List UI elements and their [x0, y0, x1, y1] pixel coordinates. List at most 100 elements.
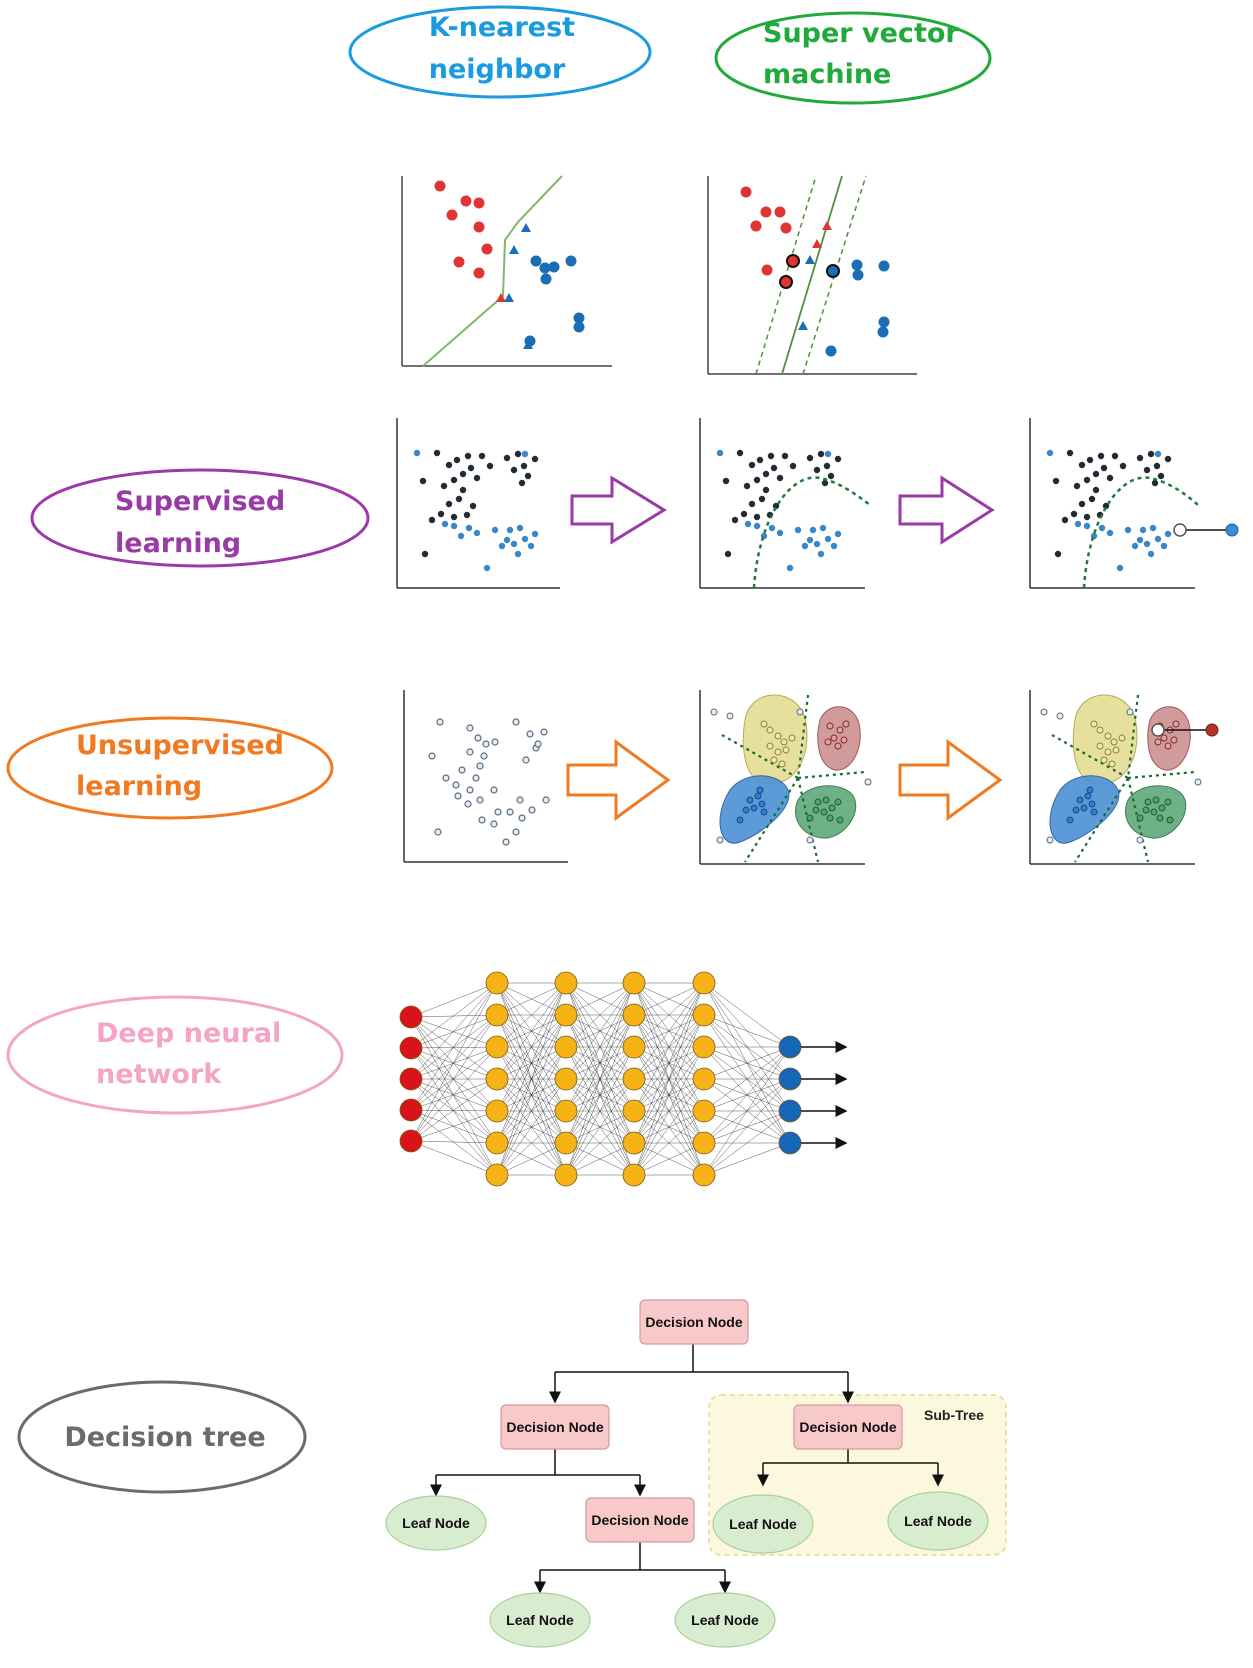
nn-edge — [633, 982, 705, 1112]
cluster-regions — [710, 694, 872, 863]
hidden-neuron — [622, 1163, 646, 1187]
green-point — [834, 798, 842, 806]
black-point — [823, 462, 831, 470]
hidden-neuron — [554, 1163, 578, 1187]
nn-edge — [633, 982, 705, 1176]
red-triangle — [812, 239, 822, 248]
red-point — [760, 206, 772, 218]
unsupervised-arrow-1 — [566, 739, 671, 821]
blue-point — [573, 321, 585, 333]
black-point — [758, 495, 766, 503]
leaf-node-1: Leaf Node — [385, 1495, 487, 1551]
unlabeled-point — [502, 838, 510, 846]
hidden-neuron — [485, 971, 509, 995]
nn-edge — [496, 1014, 567, 1176]
hidden-neuron — [485, 1067, 509, 1091]
black-point — [469, 502, 477, 510]
blue-point — [1147, 550, 1155, 558]
green-point — [1142, 806, 1150, 814]
black-point — [827, 472, 835, 480]
hidden-neuron — [554, 1099, 578, 1123]
nn-edge — [410, 1016, 498, 1080]
black-point — [421, 550, 429, 558]
unlabeled-point — [436, 718, 444, 726]
outlier-point — [1126, 708, 1134, 716]
blue-point — [521, 535, 529, 543]
svm-plot — [707, 175, 917, 375]
blue-point — [1116, 564, 1124, 572]
yellow-point — [1096, 726, 1104, 734]
hidden-neuron — [485, 1131, 509, 1155]
blue-point — [824, 450, 832, 458]
nn-edge — [496, 982, 567, 1016]
blue-point — [510, 540, 518, 548]
blue-point — [1080, 804, 1088, 812]
supervised-plot-2 — [699, 418, 871, 589]
red-point — [460, 195, 472, 207]
svg-text:Decision Node: Decision Node — [506, 1419, 603, 1435]
black-point — [1088, 495, 1096, 503]
nn-edge — [565, 1110, 635, 1176]
unlabeled-point — [482, 740, 490, 748]
green-point — [828, 804, 836, 812]
nn-edge — [410, 1046, 498, 1142]
nn-connections — [410, 982, 791, 1176]
blue-point — [1164, 530, 1172, 538]
leaf-node-3: Leaf Node — [887, 1491, 989, 1551]
black-point — [748, 461, 756, 469]
black-point — [1083, 513, 1091, 521]
black-point — [1097, 452, 1105, 460]
blue-point — [742, 806, 750, 814]
scatter-points — [716, 449, 842, 572]
unlabeled-point — [506, 808, 514, 816]
decision-tree-label: Decision tree — [64, 1422, 265, 1453]
black-point — [722, 477, 730, 485]
blue-point — [506, 526, 514, 534]
black-point — [445, 461, 453, 469]
nn-edge — [410, 982, 498, 1049]
black-point — [518, 479, 526, 487]
black-point — [1073, 482, 1081, 490]
red-point — [830, 734, 838, 742]
dnn-label-line2: network — [96, 1059, 222, 1090]
blue-point — [746, 796, 754, 804]
blue-point — [1098, 524, 1106, 532]
black-point — [459, 470, 467, 478]
black-point — [510, 466, 518, 474]
outlier-point — [710, 708, 718, 716]
yellow-point — [778, 760, 786, 768]
knn-label-line1: K-nearest — [429, 12, 575, 43]
blue-point — [809, 526, 817, 534]
hidden-neuron — [622, 1067, 646, 1091]
output-neuron — [778, 1131, 802, 1155]
svg-text:Leaf Node: Leaf Node — [691, 1612, 759, 1628]
outlier-point — [1040, 708, 1048, 716]
blue-point — [1136, 536, 1144, 544]
nn-edge — [496, 982, 567, 1176]
black-point — [1066, 449, 1074, 457]
red-point — [740, 186, 752, 198]
unlabeled-point — [522, 756, 530, 764]
input-neuron — [399, 1129, 423, 1153]
blue-point — [744, 520, 752, 528]
unlabeled-point — [534, 740, 542, 748]
unsupervised-plot-3 — [1029, 690, 1219, 865]
yellow-cluster — [742, 694, 808, 785]
green-point — [814, 798, 822, 806]
cluster-regions — [1040, 694, 1202, 863]
boundary-line — [797, 770, 866, 780]
yellow-point — [774, 732, 782, 740]
black-point — [428, 516, 436, 524]
blue-point — [716, 449, 724, 457]
knn-points — [434, 180, 585, 349]
supervised-label-line1: Supervised — [115, 486, 285, 517]
blue-point — [878, 316, 890, 328]
nn-edge — [633, 1046, 705, 1176]
input-neuron — [399, 1098, 423, 1122]
yellow-point — [780, 738, 788, 746]
unsupervised-arrow-2 — [898, 739, 1003, 821]
red-point — [434, 180, 446, 192]
svg-text:Decision Node: Decision Node — [799, 1419, 896, 1435]
blue-point — [1088, 800, 1096, 808]
black-point — [1092, 486, 1100, 494]
